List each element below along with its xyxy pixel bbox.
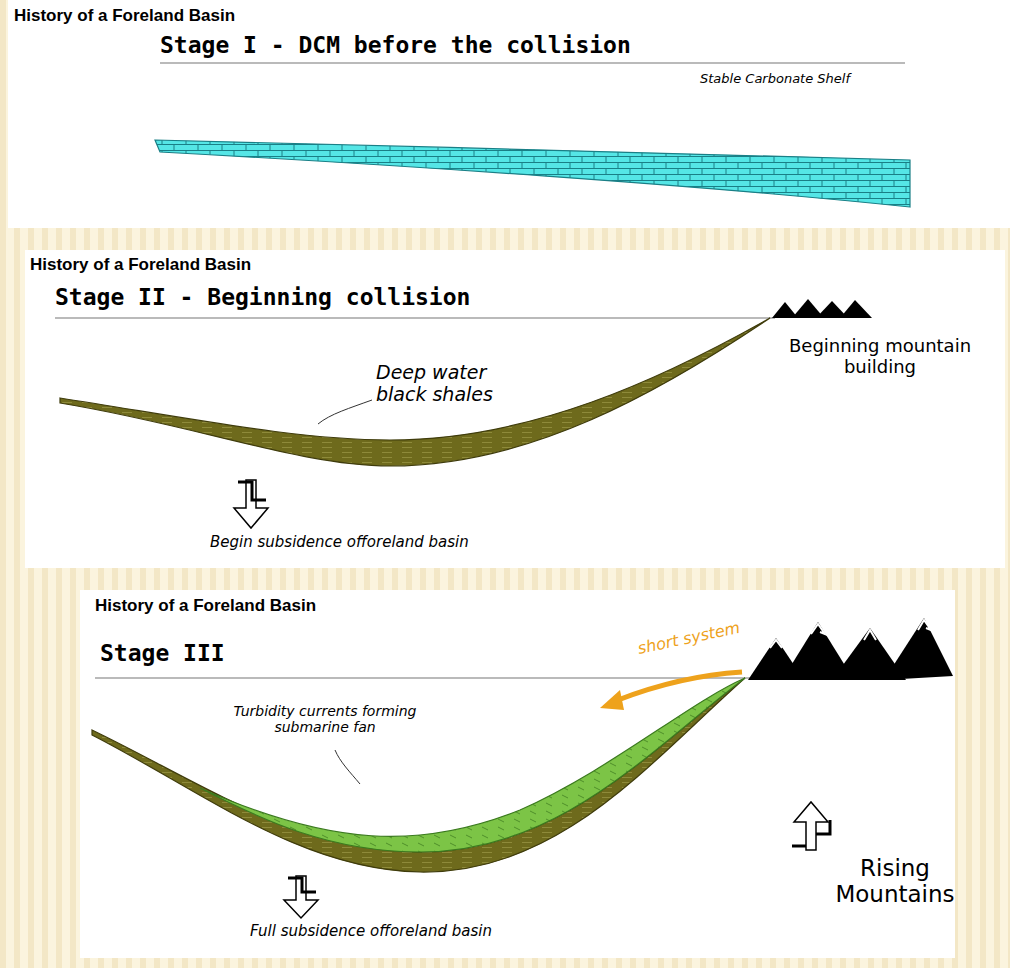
shelf-label: Stable Carbonate Shelf — [700, 72, 920, 87]
panel-heading: History of a Foreland Basin — [95, 596, 495, 616]
fan-label: Turbidity currents forming submarine fan — [200, 703, 450, 735]
leader-line — [335, 750, 360, 784]
stage-title: Stage II - Beginning collision — [55, 284, 755, 310]
stage-title: Stage I - DCM before the collision — [160, 32, 860, 58]
panel — [80, 590, 955, 958]
panel — [8, 0, 1010, 228]
subsidence-label: Begin subsidence offoreland basin — [210, 534, 630, 551]
submarine-fan — [200, 678, 745, 852]
subsidence-arrow — [284, 876, 318, 918]
leader-line — [318, 400, 372, 424]
subsidence-arrow — [234, 480, 268, 528]
sea-level — [55, 317, 775, 318]
panel-heading: History of a Foreland Basin — [14, 6, 414, 26]
black-shale-basin — [60, 318, 770, 466]
short-system-arrow — [600, 672, 742, 710]
subsidence-label: Full subsidence offoreland basin — [250, 923, 670, 940]
sea-level — [95, 677, 750, 678]
stage-rule — [160, 62, 905, 63]
rising-mountains — [748, 618, 953, 680]
mountain-label: Rising Mountains — [820, 855, 970, 908]
small-mountains — [772, 299, 872, 318]
black-shale-layer — [92, 678, 745, 872]
mountain-label: Beginning mountain building — [770, 336, 990, 377]
panel — [25, 250, 1005, 568]
stage-title: Stage III — [100, 640, 400, 666]
rising-arrow — [792, 802, 830, 850]
carbonate-shelf — [155, 140, 910, 207]
panel-heading: History of a Foreland Basin — [30, 255, 430, 275]
layer-label: Deep water black shales — [376, 362, 526, 406]
